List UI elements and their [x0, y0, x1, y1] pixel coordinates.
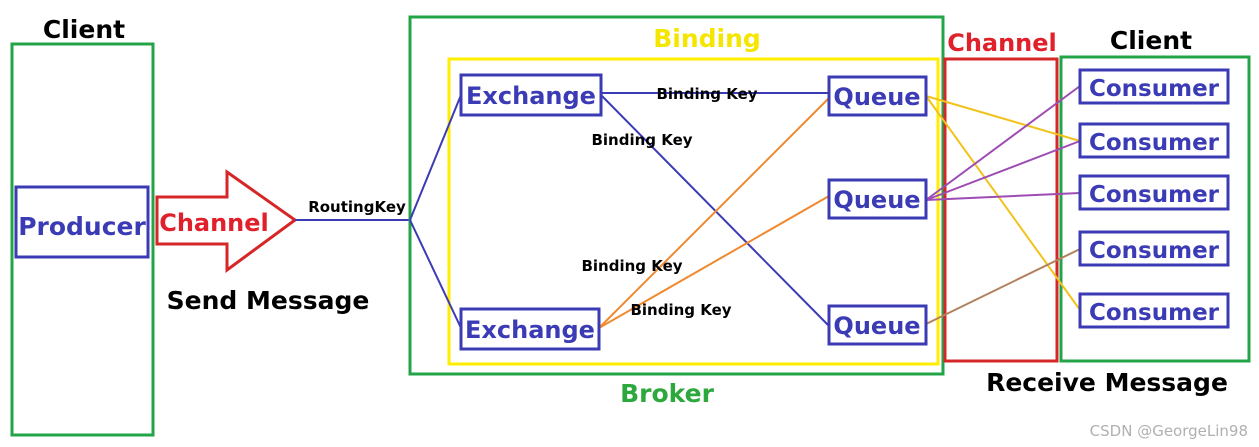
- producer-label: Producer: [18, 212, 146, 241]
- producer-box: [14, 185, 150, 259]
- queue-label-2: Queue: [833, 186, 920, 214]
- exchange-label-bottom: Exchange: [465, 316, 595, 344]
- binding-box: [447, 57, 940, 366]
- client-left-box: [10, 42, 155, 437]
- channel-arrow-label: Channel: [159, 209, 269, 237]
- link-q2-c3: [925, 192, 1081, 201]
- queue-box-2: [827, 178, 928, 220]
- binding-label: Binding: [653, 24, 761, 53]
- client-right-box: [1059, 55, 1251, 363]
- watermark: CSDN @GeorgeLin98: [1090, 422, 1248, 440]
- link-q3-c4: [925, 248, 1081, 325]
- broker-label: Broker: [620, 379, 714, 408]
- consumer-label-4: Consumer: [1089, 238, 1220, 264]
- consumer-box-4: [1078, 230, 1230, 267]
- routing-to-exchange-bottom: [409, 219, 462, 329]
- queue-label-1: Queue: [833, 83, 920, 111]
- queue-box-1: [827, 75, 928, 117]
- consumer-box-1: [1078, 68, 1230, 105]
- consumer-label-5: Consumer: [1089, 300, 1220, 326]
- routing-key-label: RoutingKey: [308, 198, 406, 216]
- receive-message-label: Receive Message: [986, 368, 1228, 397]
- queue-label-3: Queue: [833, 312, 920, 340]
- channel-arrow: [155, 169, 298, 273]
- consumer-box-2: [1078, 122, 1230, 159]
- exchange-label-top: Exchange: [466, 82, 596, 110]
- client-right-title: Client: [1110, 26, 1192, 55]
- exchange-box-bottom: [459, 307, 601, 351]
- channel-right-label: Channel: [947, 29, 1057, 57]
- link-q1-c5: [925, 95, 1081, 311]
- binding-key-label-2: Binding Key: [591, 131, 692, 149]
- binding-line-ex1-q3: [600, 94, 830, 327]
- link-q2-c1: [925, 85, 1081, 201]
- consumer-label-3: Consumer: [1089, 182, 1220, 208]
- broker-box: [408, 15, 945, 376]
- link-q1-c2: [925, 95, 1081, 142]
- binding-key-label-4: Binding Key: [630, 301, 731, 319]
- consumer-label-2: Consumer: [1089, 130, 1220, 156]
- binding-line-ex2-q2: [598, 195, 830, 329]
- client-left-title: Client: [43, 15, 125, 44]
- binding-key-label-1: Binding Key: [656, 85, 757, 103]
- send-message-label: Send Message: [167, 286, 370, 315]
- binding-line-ex2-q1: [598, 97, 830, 329]
- consumer-label-1: Consumer: [1089, 76, 1220, 102]
- queue-box-3: [827, 304, 928, 346]
- routing-to-exchange-top: [409, 94, 462, 221]
- binding-key-label-3: Binding Key: [581, 257, 682, 275]
- consumer-box-3: [1078, 174, 1230, 211]
- channel-right-box: [943, 57, 1059, 363]
- link-q2-c2: [925, 140, 1081, 201]
- exchange-box-top: [459, 73, 603, 117]
- consumer-box-5: [1078, 292, 1230, 329]
